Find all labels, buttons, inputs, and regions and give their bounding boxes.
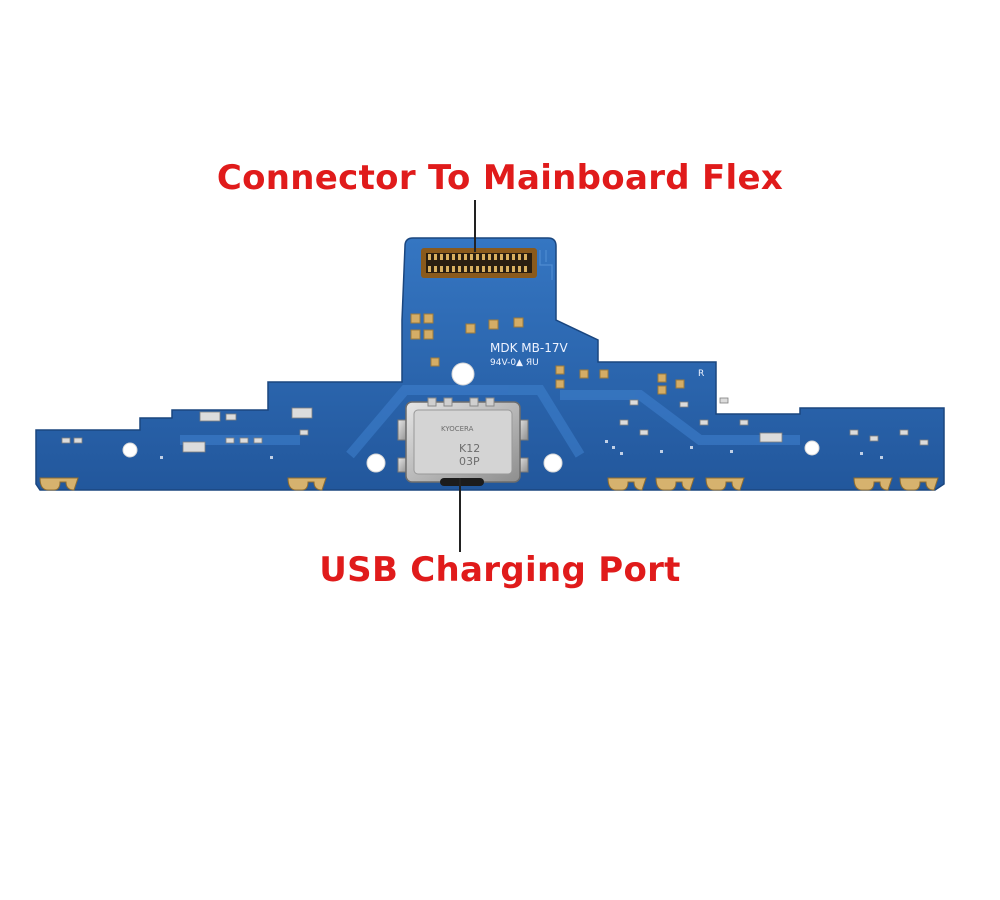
bottom-leader-line	[459, 478, 461, 552]
usb-c-port-icon	[397, 397, 529, 486]
top-leader-line	[474, 200, 476, 252]
contact-pads	[410, 313, 685, 395]
spring-contacts	[39, 477, 939, 491]
board-side-marking: R	[698, 369, 704, 379]
board-to-board-connector-icon	[421, 248, 537, 278]
usb-code-line-2: 03P	[459, 455, 480, 468]
usb-brand-label: KYOCERA	[441, 425, 474, 433]
mounting-holes	[122, 362, 820, 473]
connector-callout-label: Connector To Mainboard Flex	[216, 158, 784, 198]
board-model-marking: MDK MB-17V	[490, 341, 568, 355]
usb-port-callout-label: USB Charging Port	[319, 550, 681, 590]
usb-code-line-1: K12	[459, 442, 480, 455]
smd-components	[61, 397, 929, 453]
board-rating-marking: 94V-0▲ ЯU	[490, 358, 539, 368]
pcb-board	[35, 237, 945, 491]
